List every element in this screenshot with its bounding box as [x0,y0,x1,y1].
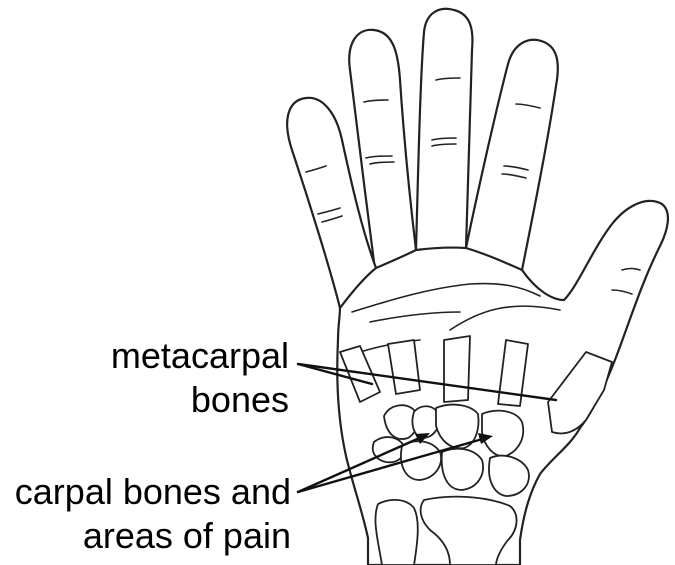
carpal-label-line2: areas of pain [15,514,291,558]
carpal-bones-label: carpal bones and areas of pain [15,470,291,558]
index-finger [466,40,558,270]
middle-finger [416,9,472,250]
metacarpal-bones-label: metacarpal bones [111,334,289,422]
metacarpal-label-line1: metacarpal [111,334,289,378]
carpal-label-line1: carpal bones and [15,470,291,514]
metacarpal-label-line2: bones [111,378,289,422]
